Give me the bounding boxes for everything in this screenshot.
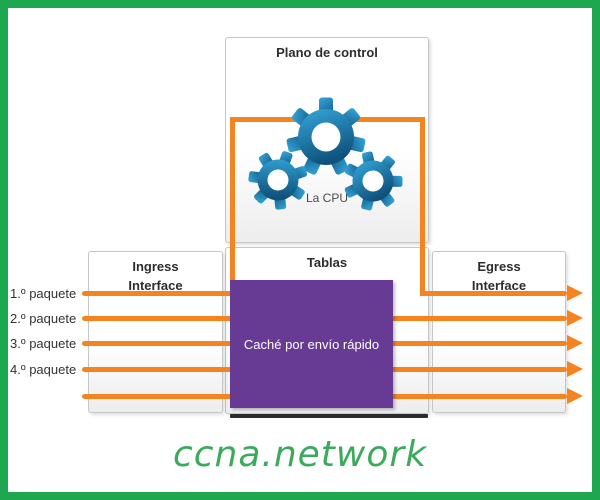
egress-title: Egress Interface <box>471 259 527 293</box>
packet2-label: 2.º paquete <box>10 311 77 326</box>
packet1-arrow-right-segment <box>420 291 567 296</box>
tables-box-shadow <box>230 414 428 418</box>
control-plane-title: Plano de control <box>276 45 378 60</box>
watermark-text: ccna.network <box>172 434 428 475</box>
packet3-label: 3.º paquete <box>10 336 77 351</box>
packet3-arrowhead-icon <box>567 335 583 351</box>
ingress-interface-box: Ingress Interface <box>88 251 223 413</box>
packet5-arrowhead-icon <box>567 388 583 404</box>
packet1-arrowhead-icon <box>567 285 583 301</box>
packet4-label: 4.º paquete <box>10 362 77 377</box>
ingress-title: Ingress Interface <box>128 259 183 293</box>
packet1-arrow-left-segment <box>82 291 235 296</box>
cpu-label: La CPU <box>305 191 349 205</box>
tables-title: Tablas <box>306 255 348 270</box>
packet1-arrow-up-segment <box>230 117 235 296</box>
packet1-arrow-down-segment <box>420 117 425 296</box>
packet1-label: 1.º paquete <box>10 286 77 301</box>
egress-interface-box: Egress Interface <box>432 251 566 413</box>
packet4-arrowhead-icon <box>567 361 583 377</box>
cache-label: Caché por envío rápido <box>243 336 380 352</box>
fast-switching-cache-box: Caché por envío rápido <box>230 280 393 408</box>
control-plane-box: Plano de control <box>225 37 429 243</box>
cpu-gears-icon <box>248 97 403 211</box>
packet2-arrowhead-icon <box>567 310 583 326</box>
